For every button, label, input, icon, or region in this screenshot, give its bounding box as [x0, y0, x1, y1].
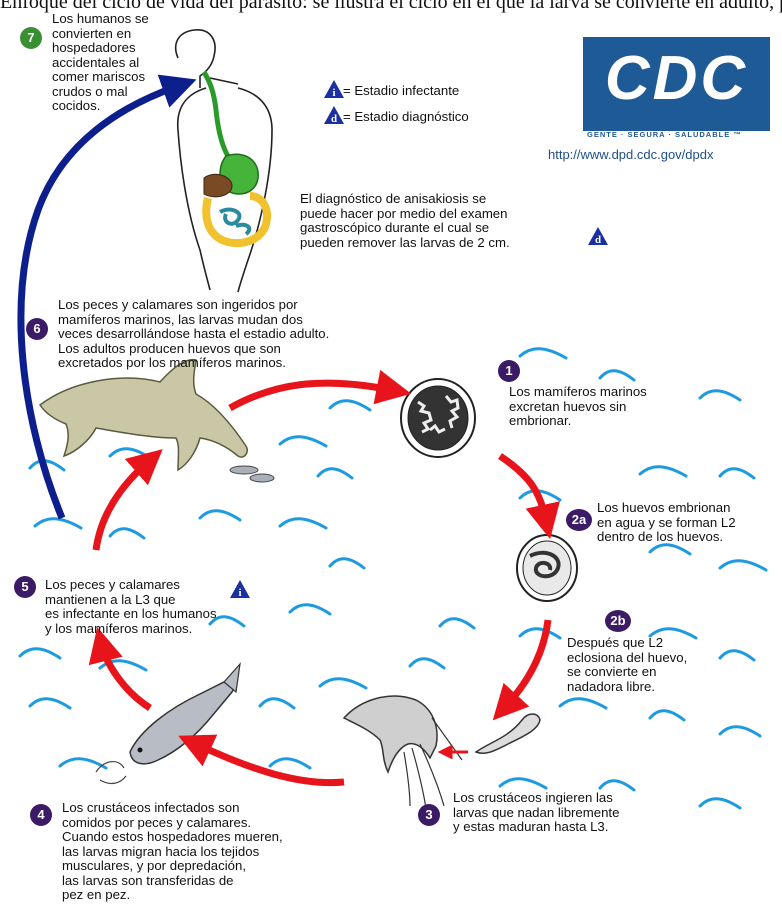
diagnostic-stage-icon: d	[324, 106, 344, 124]
cdc-logo: CDC	[583, 37, 770, 131]
step-1-badge: 1	[498, 360, 520, 382]
step-4-text: Los crustáceos infectados son comidos po…	[62, 801, 283, 903]
wave-mark	[600, 781, 634, 790]
arrow-3-to-4	[196, 744, 344, 783]
step-2b-badge: 2b	[605, 610, 631, 632]
wave-mark	[280, 519, 326, 528]
unembryonated-egg-icon	[401, 379, 475, 457]
wave-mark	[110, 529, 144, 538]
step-6-badge: 6	[26, 318, 48, 340]
wave-mark	[318, 469, 352, 478]
wave-mark	[270, 759, 310, 768]
cdc-logo-text: CDC	[583, 43, 770, 114]
wave-mark	[560, 699, 606, 708]
step-7-badge: 7	[20, 27, 42, 49]
wave-mark	[30, 699, 70, 708]
diagnostic-stage-icon-note: d	[588, 227, 608, 245]
wave-mark	[20, 649, 60, 658]
step-4-badge: 4	[30, 804, 52, 826]
svg-text:i: i	[332, 87, 335, 98]
wave-mark	[440, 619, 474, 628]
wave-mark	[720, 727, 760, 736]
wave-mark	[520, 629, 560, 638]
step-5-text: Los peces y calamares mantienen a la L3 …	[45, 578, 217, 636]
step-2a-text: Los huevos embrionan en agua y se forman…	[597, 501, 736, 545]
infective-stage-icon-step5: i	[230, 580, 250, 598]
cdc-tagline: GENTE · SEGURA · SALUDABLE ™	[587, 130, 742, 139]
wave-mark	[320, 679, 366, 688]
wave-mark	[35, 519, 81, 528]
wave-mark	[260, 699, 294, 708]
wave-mark	[720, 561, 766, 570]
step-2b-text: Después que L2 eclosiona del huevo, se c…	[567, 636, 687, 694]
wave-mark	[280, 437, 326, 446]
infective-stage-icon: i	[324, 80, 344, 98]
step-1-text: Los mamíferos marinos excretan huevos si…	[509, 385, 647, 429]
step-5-badge: 5	[14, 576, 36, 598]
free-swimming-larva-icon	[476, 714, 540, 753]
step-7-text: Los humanos se convierten en hospedadore…	[52, 12, 149, 114]
arrow-4-to-5	[102, 646, 150, 708]
legend-infective-label: = Estadio infectante	[343, 84, 459, 99]
crustacean-icon	[344, 696, 462, 808]
wave-mark	[290, 605, 330, 614]
svg-text:d: d	[595, 234, 601, 245]
wave-mark	[650, 711, 684, 720]
legend-diagnostic-label: = Estadio diagnóstico	[343, 110, 469, 125]
step-3-badge: 3	[418, 804, 440, 826]
step-6-text: Los peces y calamares son ingeridos por …	[58, 298, 329, 371]
svg-text:d: d	[331, 113, 337, 124]
dolphin-icon	[40, 360, 274, 482]
embryonated-egg-icon	[517, 535, 577, 601]
svg-text:i: i	[238, 587, 241, 598]
wave-mark	[640, 467, 686, 476]
arrow-1-to-2a	[500, 456, 546, 520]
wave-mark	[410, 659, 444, 668]
wave-mark	[720, 469, 754, 478]
wave-mark	[600, 371, 634, 380]
wave-mark	[720, 651, 754, 660]
wave-mark	[520, 349, 566, 358]
wave-mark	[330, 401, 370, 410]
wave-mark	[700, 799, 740, 808]
arrow-6-to-1	[230, 383, 392, 408]
wave-mark	[110, 449, 150, 458]
diagnosis-note: El diagnóstico de anisakiosis se puede h…	[300, 192, 510, 250]
wave-mark	[700, 391, 740, 400]
arrow-2a-to-2b	[506, 620, 548, 706]
wave-mark	[200, 511, 240, 520]
wave-mark	[500, 779, 546, 788]
wave-mark	[330, 559, 364, 568]
step-3-text: Los crustáceos ingieren las larvas que n…	[453, 791, 619, 835]
wave-mark	[60, 759, 106, 768]
cdc-url-link[interactable]: http://www.dpd.cdc.gov/dpdx	[548, 147, 713, 162]
wave-mark	[650, 545, 690, 554]
step-2a-badge: 2a	[566, 509, 592, 531]
